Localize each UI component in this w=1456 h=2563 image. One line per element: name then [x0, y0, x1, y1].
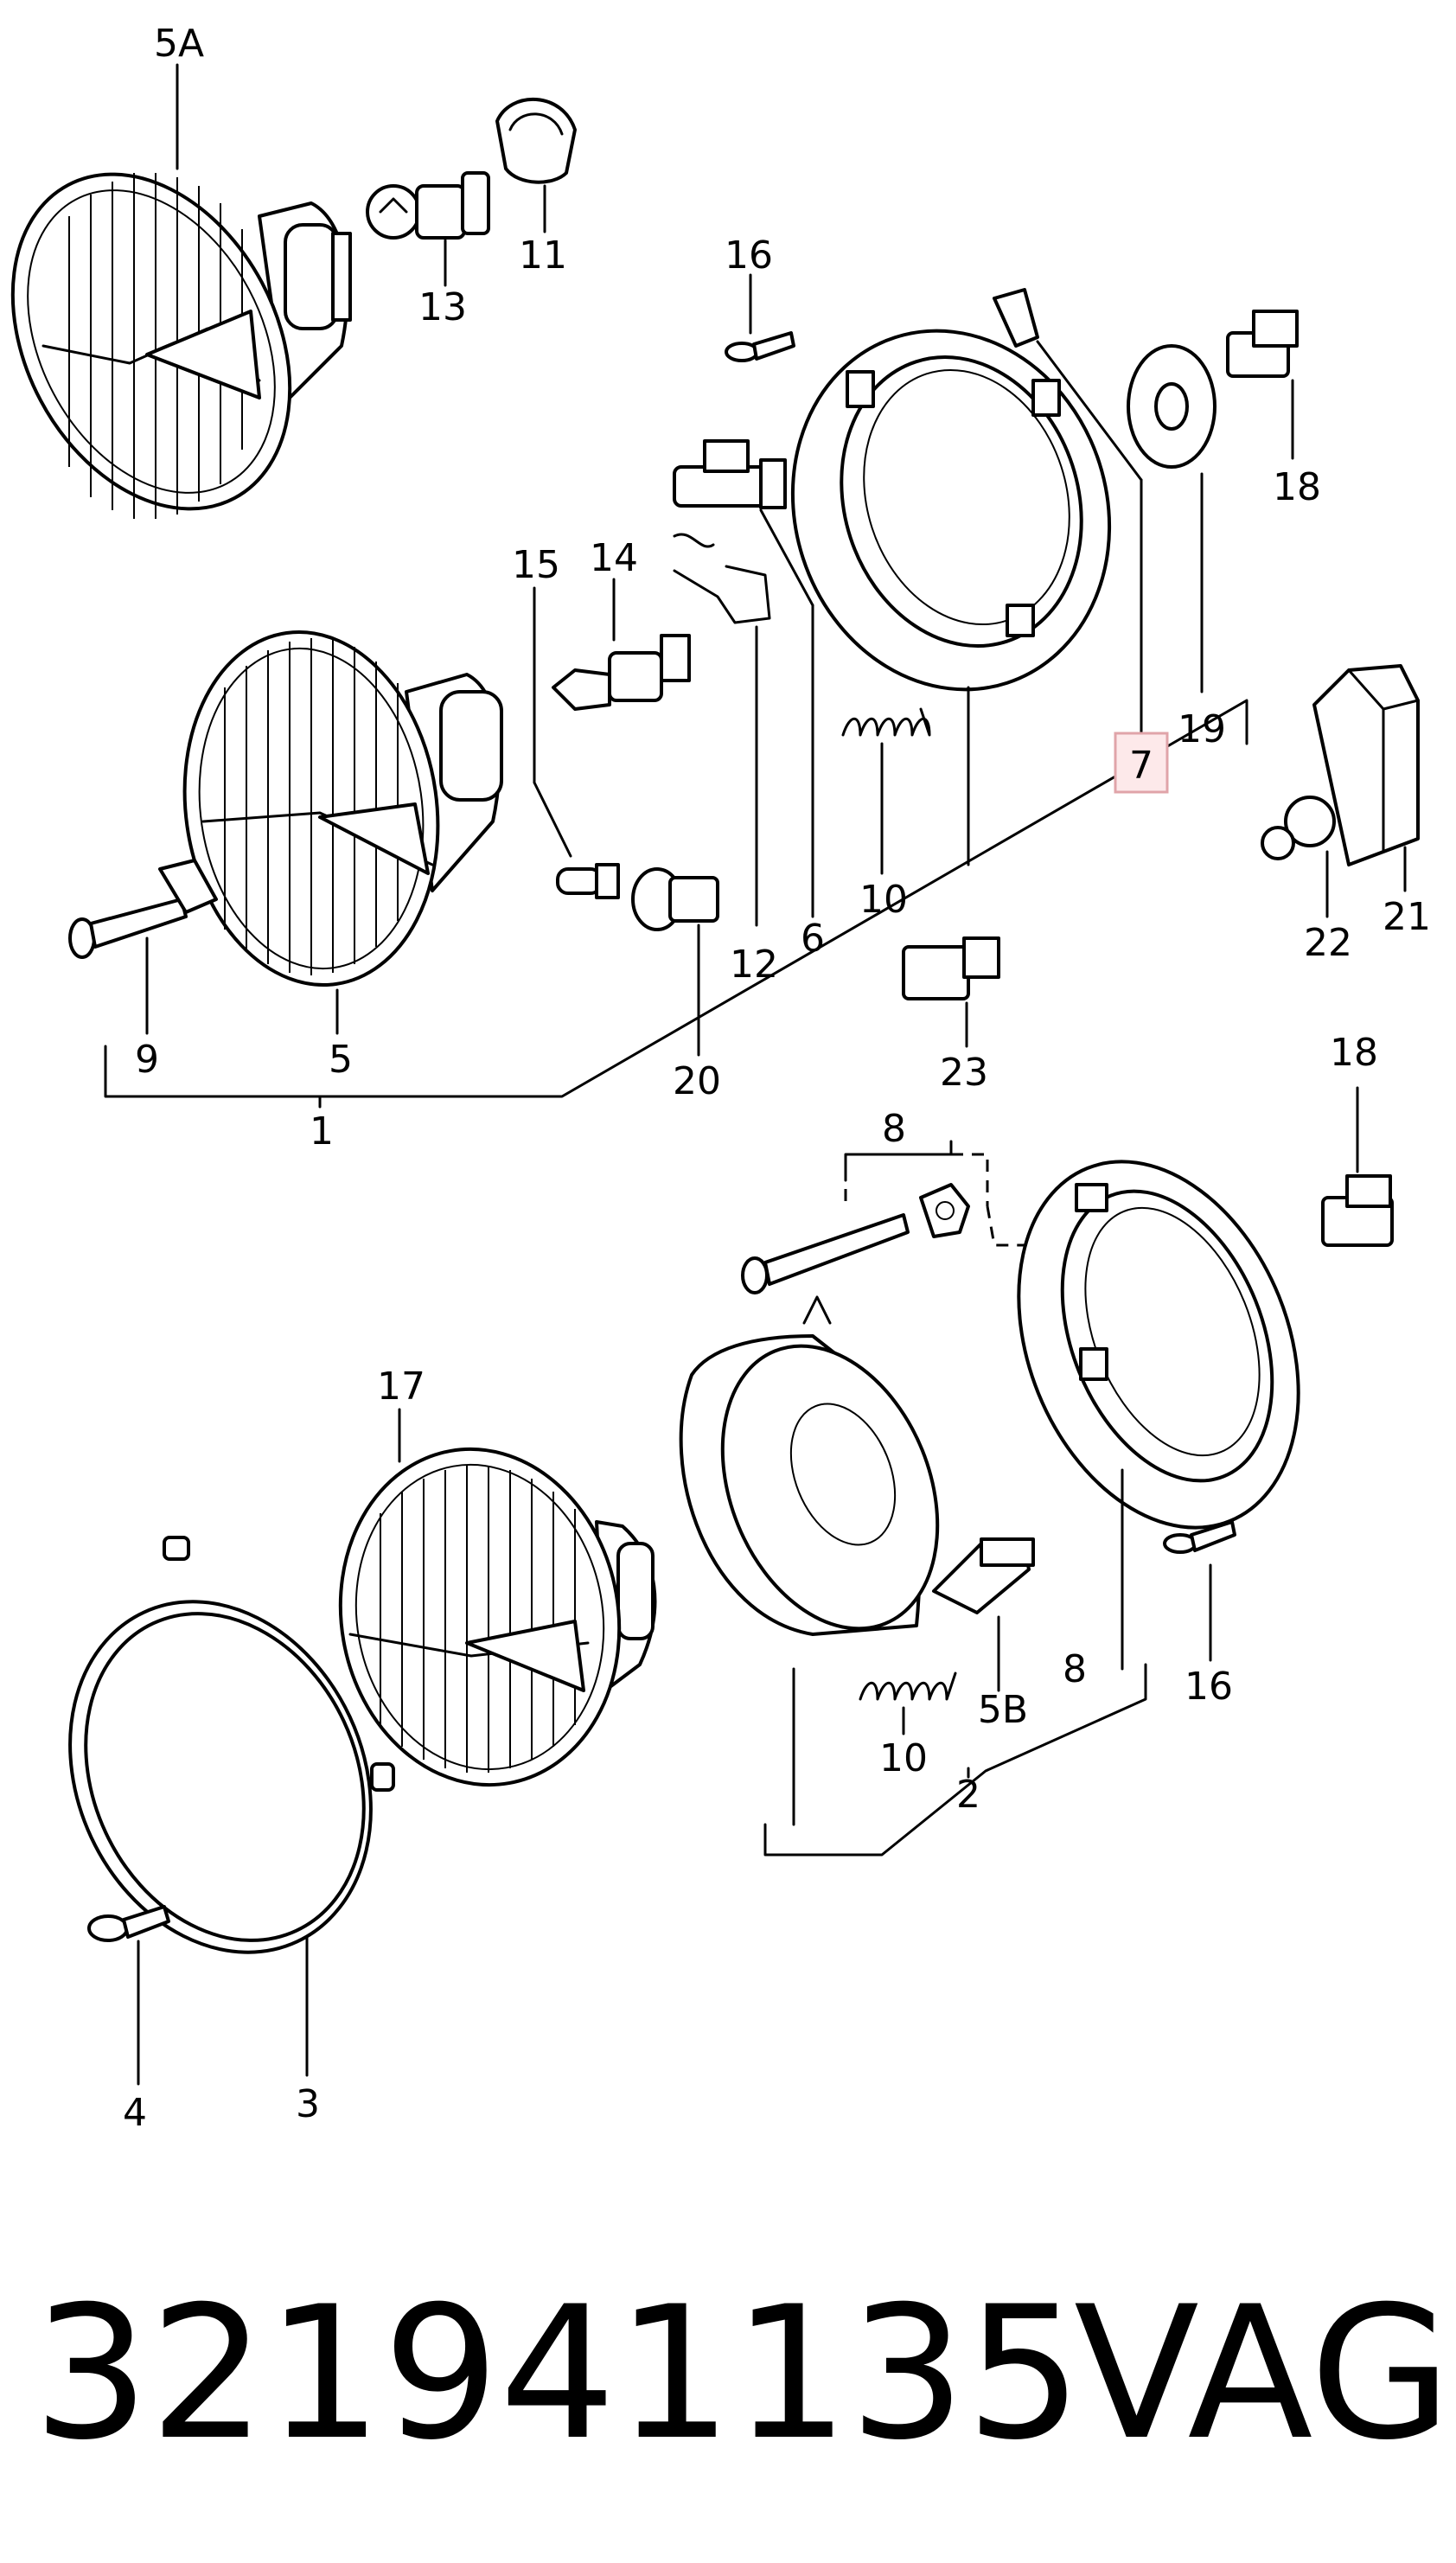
part-9-screw: [68, 859, 218, 959]
part-8-ring: [1017, 1160, 1300, 1530]
label-11: 11: [519, 233, 567, 278]
part-15-bulb: [556, 863, 620, 899]
brand-name: VAG: [1074, 2266, 1452, 2480]
label-9: 9: [135, 1038, 159, 1082]
label-16: 16: [725, 233, 773, 278]
part-ring-frame: [790, 329, 1112, 692]
part-number: 321941135: [33, 2266, 1082, 2480]
part-3-trim-ring: [68, 1536, 395, 1954]
label-6: 6: [801, 917, 825, 961]
part-23-connector: [902, 936, 1000, 1000]
part-16-screw: [725, 331, 795, 362]
part-18-connector-lower: [1321, 1174, 1394, 1247]
label-5: 5: [329, 1038, 353, 1082]
label-20: 20: [673, 1059, 721, 1103]
part-2-bowl: [679, 1295, 940, 1636]
part-4-screw: [87, 1905, 170, 1942]
part-10-spring-lower: [859, 1671, 957, 1701]
label-7: 7: [1129, 744, 1153, 788]
label-17: 17: [377, 1365, 425, 1409]
label-2: 2: [956, 1773, 980, 1817]
label-3: 3: [296, 2082, 320, 2126]
part-20-holder: [631, 867, 719, 931]
part-7-clip: [993, 288, 1039, 348]
part-6-adjuster: [673, 439, 787, 509]
label-15: 15: [512, 543, 560, 587]
label-10: 10: [859, 878, 908, 922]
part-12-spring-clip: [673, 533, 771, 624]
part-8-screw: [741, 1213, 910, 1294]
label-12: 12: [730, 943, 778, 987]
part-21-module: [1312, 664, 1420, 866]
label-23: 23: [940, 1051, 988, 1095]
label-8-lower: 8: [1063, 1647, 1087, 1691]
label-16-lower: 16: [1185, 1665, 1233, 1709]
group-1-bracket: [104, 699, 1248, 1098]
part-8-nut: [919, 1183, 970, 1238]
part-18-connector: [1226, 310, 1299, 378]
label-19: 19: [1178, 707, 1226, 751]
label-8: 8: [882, 1107, 906, 1151]
part-10-spring: [841, 707, 931, 737]
label-5a: 5A: [154, 22, 204, 66]
part-19-cap: [1127, 344, 1217, 469]
part-16-screw-lower: [1163, 1520, 1236, 1554]
label-18-lower: 18: [1330, 1031, 1378, 1075]
label-14: 14: [590, 536, 638, 580]
part-11-retainer: [495, 97, 577, 184]
part-5b-holder: [932, 1537, 1035, 1614]
group-2-bracket: [763, 1663, 1147, 1857]
part-14-bulb: [552, 634, 691, 711]
label-5b: 5B: [978, 1688, 1028, 1732]
part-17-headlight: [338, 1447, 657, 1787]
label-21: 21: [1383, 895, 1431, 939]
label-22: 22: [1304, 921, 1352, 965]
label-1: 1: [310, 1109, 334, 1154]
label-10-lower: 10: [879, 1736, 928, 1780]
label-4: 4: [123, 2091, 147, 2135]
highlight-box-7: [1114, 732, 1169, 794]
label-13: 13: [418, 285, 467, 329]
part-5-headlight: [182, 630, 503, 987]
group-8-bracket: [844, 1140, 953, 1182]
part-5a-headlight: [10, 172, 352, 519]
label-18: 18: [1273, 465, 1321, 509]
part-22-socket: [1261, 796, 1336, 860]
part-13-bulb: [366, 171, 490, 240]
